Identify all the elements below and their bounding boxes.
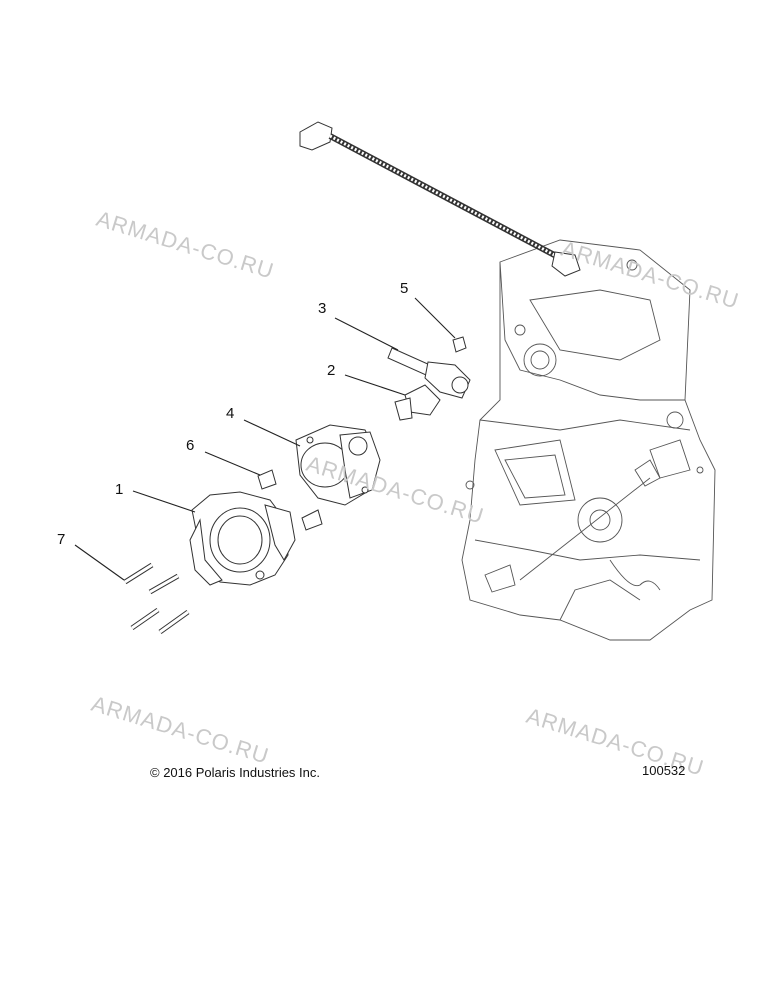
engine-block [461,239,716,641]
watermark-1: ARMADA-CO.RU [94,206,278,284]
watermarks: ARMADA-CO.RU ARMADA-CO.RU ARMADA-CO.RU A… [89,206,743,781]
part-5-bolt [452,336,467,353]
leader-lines [74,297,456,581]
part-3-sensor [387,347,471,399]
callout-6: 6 [186,437,194,454]
callout-labels: 1 2 3 4 5 6 7 [57,280,408,548]
callout-1: 1 [115,481,123,498]
diagram-id: 100532 [642,763,685,778]
callout-4: 4 [226,405,234,422]
callout-2: 2 [327,362,335,379]
dipstick [299,121,581,277]
callout-7: 7 [57,531,65,548]
part-4-adapter [295,424,381,506]
part-6-bolts [257,469,323,531]
callout-5: 5 [400,280,408,297]
part-7-bolts [123,562,190,635]
copyright-text: © 2016 Polaris Industries Inc. [150,765,320,780]
part-1-throttle-body [189,491,296,586]
part-2-injector [394,384,441,421]
callout-3: 3 [318,300,326,317]
watermark-4: ARMADA-CO.RU [89,691,273,769]
